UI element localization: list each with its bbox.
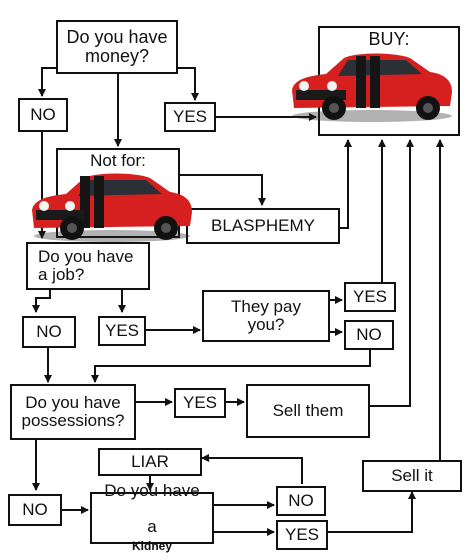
blasphemy-box: BLASPHEMY (186, 208, 340, 244)
answer-no-box: NO (8, 494, 62, 526)
answer-no-box: NO (22, 316, 76, 348)
sell-it-box: Sell it (362, 460, 462, 492)
arrow-no5-to-liar (201, 454, 303, 484)
kidney-line-1: Do you have (104, 481, 200, 501)
answer-no-box: NO (276, 486, 326, 516)
kidney-line-2: a Kidney (131, 517, 172, 553)
question-kidney-box: Do you have a Kidney (90, 482, 214, 552)
answer-yes-box: YES (98, 316, 146, 346)
sell-them-box: Sell them (246, 384, 370, 438)
red-muscle-car-image (292, 53, 452, 122)
buy-label: BUY: (368, 29, 410, 49)
question-money-box: Do you have money? (56, 20, 178, 74)
not-for-label: Not for: (90, 151, 146, 170)
question-possessions-box: Do you have possessions? (10, 384, 136, 440)
answer-yes-box: YES (344, 282, 396, 312)
arrow-money-to-no (38, 67, 56, 97)
liar-box: LIAR (98, 448, 202, 476)
arrow-yes5-to-sellit (328, 491, 416, 533)
arrow-notfor-to-blasphemy (180, 174, 266, 206)
answer-yes-box: YES (164, 102, 216, 132)
arrow-sellthem-to-buy (370, 139, 414, 407)
arrow-job-to-no (32, 290, 51, 313)
answer-yes-box: YES (174, 388, 226, 418)
arrow-money-to-yes (178, 67, 199, 101)
arrow-no3-to-possessions (91, 350, 371, 383)
answer-no-box: NO (18, 98, 68, 132)
answer-yes-box: YES (276, 520, 328, 550)
red-muscle-car-image (32, 173, 192, 242)
question-job-box: Do you have a job? (26, 242, 150, 290)
answer-no-box: NO (344, 320, 394, 350)
arrow-blasphemy-to-buy (340, 139, 352, 229)
question-they-pay-box: They pay you? (202, 290, 330, 342)
